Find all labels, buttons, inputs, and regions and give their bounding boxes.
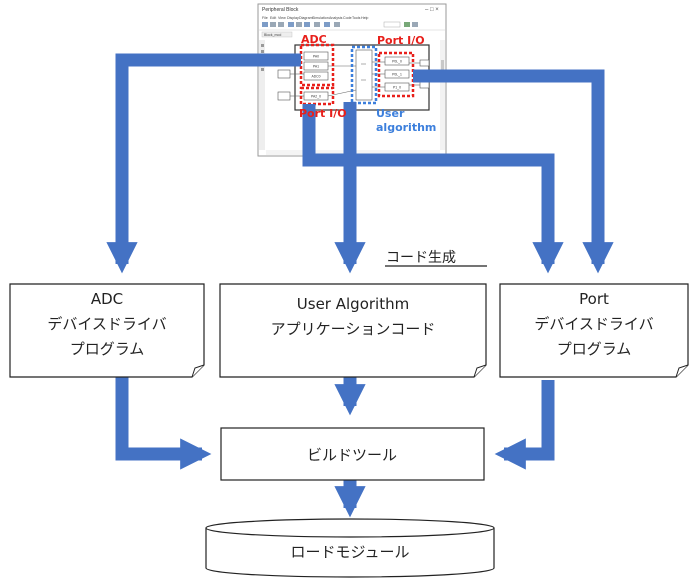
menu-item: Diagram [299, 16, 313, 20]
screenshot-menubar: File Edit View Display Diagram Simulatio… [262, 16, 368, 20]
screenshot-toolbar [262, 21, 418, 28]
port-io-bottom-highlight [299, 86, 335, 106]
build-tool: ビルドツール [220, 427, 485, 481]
menu-item: View [278, 16, 286, 20]
menu-item: Analysis [329, 16, 343, 20]
block-label: P0L_1 [392, 73, 402, 77]
build-tool-label: ビルドツール [307, 446, 397, 464]
menu-item: Code [343, 16, 352, 20]
window-controls: – □ × [425, 7, 439, 13]
menu-item: Simulation [312, 16, 329, 20]
port-driver-line2: デバイスドライバ [534, 315, 653, 333]
user-label-line2: algorithm [376, 121, 436, 134]
adc-driver-program: ADC デバイスドライバ プログラム [9, 283, 205, 378]
block-label: PA0 [313, 55, 319, 59]
block-label: P0L_0 [392, 60, 402, 64]
port-driver-program: Port デバイスドライバ プログラム [499, 283, 689, 378]
flow-arrows [106, 53, 614, 518]
menu-item: Edit [270, 16, 276, 20]
arrow-port-bottom-to-port-driver [302, 104, 564, 274]
block-label: PA1 [313, 65, 319, 69]
adc-driver-line1: ADC [91, 290, 123, 308]
load-module-label: ロードモジュール [291, 543, 410, 561]
port-driver-line1: Port [579, 290, 609, 308]
load-module: ロードモジュール [205, 518, 495, 578]
adc-highlight [299, 43, 335, 87]
adc-driver-line2: デバイスドライバ [47, 315, 166, 333]
user-label-line1: User [376, 107, 405, 120]
port-io-top-label: Port I/O [377, 34, 425, 47]
user-app-line2: アプリケーションコード [271, 320, 436, 338]
port-io-bottom-label: Port I/O [299, 107, 347, 120]
menu-item: Display [287, 16, 299, 20]
menu-item: Tools [352, 16, 361, 20]
user-algorithm-highlight [350, 45, 378, 105]
user-app-line1: User Algorithm [297, 295, 409, 313]
menu-item: Help [361, 16, 368, 20]
block-label: PA2_0 [311, 95, 321, 99]
screenshot-title: Peripheral Block [262, 7, 299, 13]
arrow-port-top-to-port-driver [413, 69, 614, 274]
arrow-adc-to-adc-driver [106, 53, 301, 274]
arrow-adc-driver-to-build [115, 376, 212, 470]
user-application-code: User Algorithm アプリケーションコード [219, 283, 487, 378]
adc-driver-line3: プログラム [70, 340, 145, 358]
code-generation-label: コード生成 [386, 250, 456, 266]
adc-label: ADC [301, 33, 327, 46]
arrow-port-driver-to-build [494, 380, 555, 470]
menu-item: File [262, 16, 268, 20]
port-driver-line3: プログラム [557, 340, 632, 358]
block-label: ADC0 [311, 75, 320, 79]
screenshot-tab: Block_mod [264, 33, 281, 37]
block-label: P1_0 [393, 86, 401, 90]
